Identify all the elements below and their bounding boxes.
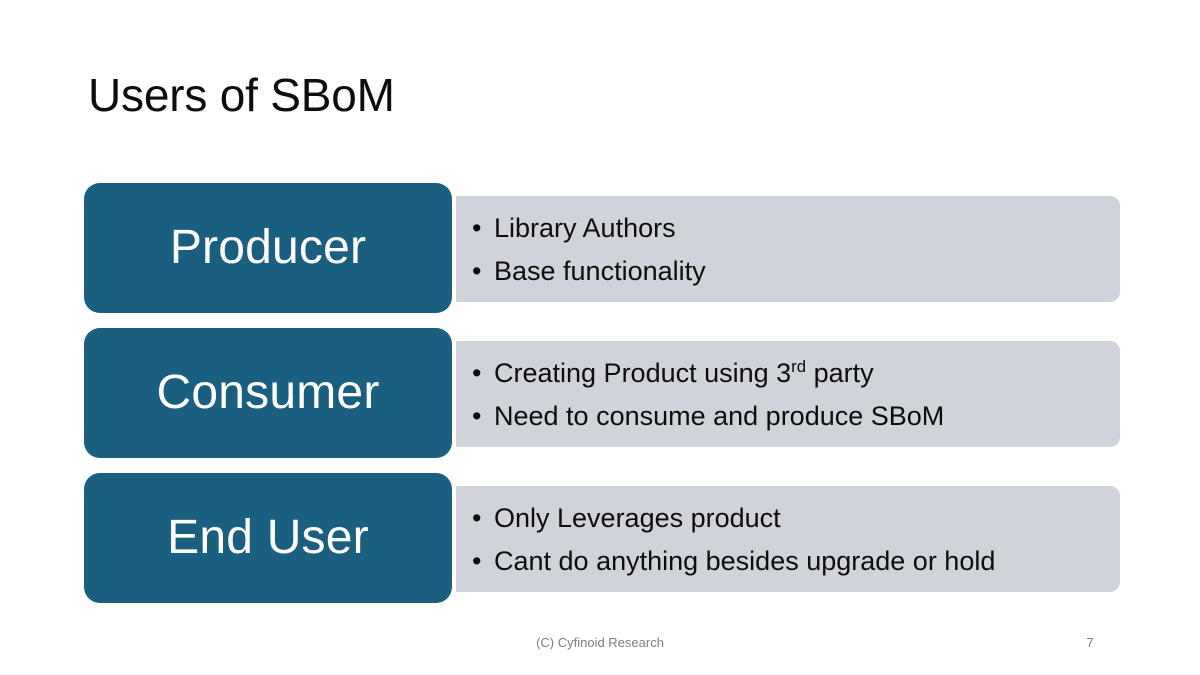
bullet-list: • Library Authors • Base functionality [468, 207, 1110, 293]
slide-page-number: 7 [1086, 635, 1094, 650]
list-item-text: Only Leverages product [494, 503, 781, 533]
bullet-dot-icon: • [472, 503, 482, 533]
bullet-dot-icon: • [472, 358, 482, 388]
category-label-text: Consumer [156, 366, 380, 419]
bullet-dot-icon: • [472, 256, 482, 286]
detail-panel-end-user: • Only Leverages product • Cant do anyth… [456, 486, 1120, 592]
list-item-text: Library Authors [494, 213, 676, 243]
bullet-list: • Creating Product using 3rd party • Nee… [468, 352, 1110, 438]
list-item-text: Base functionality [494, 256, 706, 286]
category-label-producer[interactable]: Producer [84, 183, 452, 313]
table-row: End User • Only Leverages product • Cant… [0, 473, 1200, 603]
bullet-list: • Only Leverages product • Cant do anyth… [468, 497, 1110, 583]
footer-copyright: (C) Cyfinoid Research [536, 635, 664, 650]
list-item-text: Need to consume and produce SBoM [494, 401, 945, 431]
list-item: • Need to consume and produce SBoM [468, 395, 1110, 438]
category-label-end-user[interactable]: End User [84, 473, 452, 603]
page-title: Users of SBoM [88, 69, 395, 121]
list-item-text-after: party [806, 358, 874, 388]
category-label-text: Producer [169, 221, 367, 274]
category-label-text: End User [167, 511, 369, 564]
list-item: • Library Authors [468, 207, 1110, 250]
table-row: Producer • Library Authors • Base functi… [0, 183, 1200, 313]
detail-panel-producer: • Library Authors • Base functionality [456, 196, 1120, 302]
bullet-dot-icon: • [472, 213, 482, 243]
detail-panel-consumer: • Creating Product using 3rd party • Nee… [456, 341, 1120, 447]
table-row: Consumer • Creating Product using 3rd pa… [0, 328, 1200, 458]
list-item-superscript: rd [791, 357, 807, 376]
list-item: • Creating Product using 3rd party [468, 352, 1110, 395]
list-item: • Only Leverages product [468, 497, 1110, 540]
bullet-dot-icon: • [472, 546, 482, 576]
category-label-consumer[interactable]: Consumer [84, 328, 452, 458]
list-item: • Base functionality [468, 250, 1110, 293]
list-item: • Cant do anything besides upgrade or ho… [468, 540, 1110, 583]
list-item-text-before: Creating Product using 3 [494, 358, 792, 388]
list-item-text: Cant do anything besides upgrade or hold [494, 546, 996, 576]
bullet-dot-icon: • [472, 401, 482, 431]
